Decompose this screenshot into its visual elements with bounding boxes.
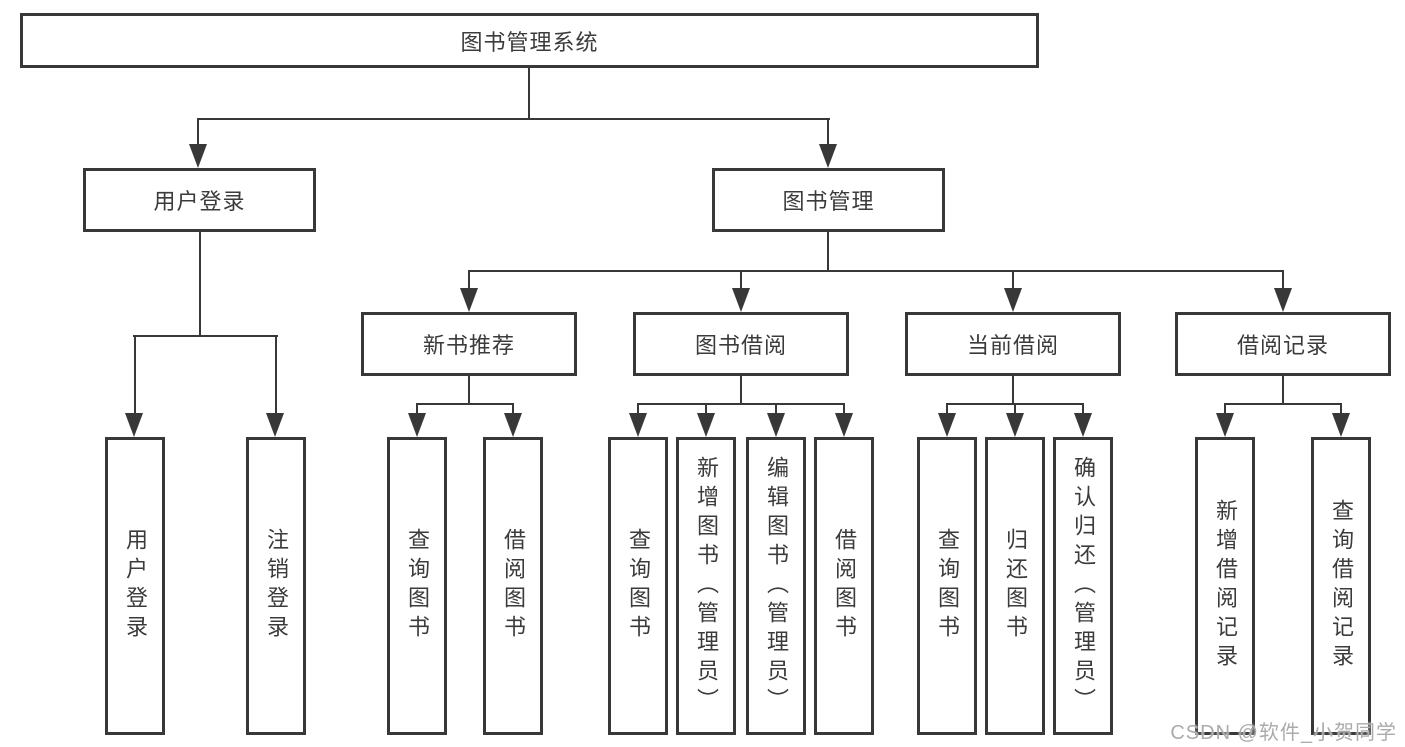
connector-section-stub (1282, 374, 1284, 405)
csdn-watermark: CSDN @软件_小贺同学 (1170, 722, 1397, 744)
arrow-down-icon (819, 144, 837, 168)
leaf-add-borrow-record: 新增借阅记录 (1195, 437, 1255, 735)
leaf-query-books-current: 查询图书 (917, 437, 977, 735)
leaf-return-books-label: 归还图书 (1003, 528, 1028, 644)
connector-book-mgmt-stub (827, 230, 829, 272)
arrow-down-icon (732, 288, 750, 312)
arrow-down-icon (938, 413, 956, 437)
node-current-borrowing: 当前借阅 (905, 312, 1121, 376)
arrow-down-icon (1216, 413, 1234, 437)
connector-stem-section (1012, 270, 1014, 292)
arrow-down-icon (1332, 413, 1350, 437)
arrow-down-icon (835, 413, 853, 437)
node-user-login-label: 用户登录 (153, 189, 246, 214)
leaf-edit-books-admin: 编辑图书（管理员） (746, 437, 806, 735)
connector-stem-leaf (1340, 403, 1342, 417)
node-book-management-label: 图书管理 (782, 189, 875, 214)
leaf-user-login-label: 用户登录 (123, 528, 148, 644)
connector-stem-leaf (637, 403, 639, 417)
connector-stem-leaf (705, 403, 707, 417)
connector-stem-user-login (197, 118, 199, 152)
leaf-borrow-books-label: 借阅图书 (832, 528, 857, 644)
leaf-query-borrow-record-label: 查询借阅记录 (1329, 499, 1354, 673)
node-current-borrowing-label: 当前借阅 (966, 333, 1059, 358)
connector-stem-leaf (134, 335, 136, 415)
connector-stem-leaf (1082, 403, 1084, 417)
leaf-query-books-recommend: 查询图书 (387, 437, 447, 735)
leaf-confirm-return-admin-label: 确认归还（管理员） (1071, 455, 1096, 717)
connector-stem-book-mgmt (827, 118, 829, 152)
arrow-down-icon (125, 413, 143, 437)
leaf-add-books-admin: 新增图书（管理员） (676, 437, 736, 735)
leaf-edit-books-admin-label: 编辑图书（管理员） (764, 455, 789, 717)
node-borrow-records: 借阅记录 (1175, 312, 1391, 376)
node-new-book-recommend: 新书推荐 (361, 312, 577, 376)
connector-user-login-stub (199, 230, 201, 337)
connector-root-stub (528, 66, 530, 119)
node-root-label: 图书管理系统 (460, 29, 599, 55)
connector-stem-section (468, 270, 470, 292)
connector-section-horizontal (416, 403, 514, 405)
leaf-query-books-borrowing: 查询图书 (608, 437, 668, 735)
connector-section-stub (468, 374, 470, 405)
leaf-borrow-books-recommend-label: 借阅图书 (501, 528, 526, 644)
connector-root-horizontal (197, 118, 830, 120)
node-book-borrowing: 图书借阅 (633, 312, 849, 376)
connector-stem-leaf (775, 403, 777, 417)
arrow-down-icon (1274, 288, 1292, 312)
arrow-down-icon (1004, 288, 1022, 312)
node-borrow-records-label: 借阅记录 (1236, 333, 1329, 358)
connector-stem-leaf (512, 403, 514, 417)
connector-stem-leaf (1224, 403, 1226, 417)
leaf-logout: 注销登录 (246, 437, 306, 735)
leaf-query-books-borrowing-label: 查询图书 (626, 528, 651, 644)
leaf-return-books: 归还图书 (985, 437, 1045, 735)
leaf-query-borrow-record: 查询借阅记录 (1311, 437, 1371, 735)
node-book-management: 图书管理 (712, 168, 945, 232)
leaf-add-books-admin-label: 新增图书（管理员） (694, 455, 719, 717)
connector-user-login-horizontal (133, 335, 278, 337)
arrow-down-icon (629, 413, 647, 437)
connector-stem-leaf (275, 335, 277, 415)
connector-section-stub (740, 374, 742, 405)
leaf-user-login: 用户登录 (105, 437, 165, 735)
node-new-book-recommend-label: 新书推荐 (422, 333, 515, 358)
arrow-down-icon (767, 413, 785, 437)
leaf-add-borrow-record-label: 新增借阅记录 (1213, 499, 1238, 673)
leaf-borrow-books-recommend: 借阅图书 (483, 437, 543, 735)
connector-section-horizontal (637, 403, 845, 405)
arrow-down-icon (1074, 413, 1092, 437)
leaf-logout-label: 注销登录 (264, 528, 289, 644)
connector-section-stub (1012, 374, 1014, 405)
connector-section-horizontal (1224, 403, 1342, 405)
connector-stem-leaf (946, 403, 948, 417)
connector-stem-section (740, 270, 742, 292)
arrow-down-icon (266, 413, 284, 437)
leaf-query-books-recommend-label: 查询图书 (405, 528, 430, 644)
connector-stem-leaf (843, 403, 845, 417)
arrow-down-icon (1006, 413, 1024, 437)
connector-stem-section (1282, 270, 1284, 292)
node-root-system: 图书管理系统 (20, 13, 1039, 68)
arrow-down-icon (504, 413, 522, 437)
arrow-down-icon (460, 288, 478, 312)
leaf-confirm-return-admin: 确认归还（管理员） (1053, 437, 1113, 735)
connector-book-mgmt-horizontal (468, 270, 1284, 272)
leaf-borrow-books: 借阅图书 (814, 437, 874, 735)
arrow-down-icon (697, 413, 715, 437)
arrow-down-icon (189, 144, 207, 168)
node-book-borrowing-label: 图书借阅 (694, 333, 787, 358)
connector-stem-leaf (1014, 403, 1016, 417)
connector-stem-leaf (416, 403, 418, 417)
leaf-query-books-current-label: 查询图书 (935, 528, 960, 644)
node-user-login: 用户登录 (83, 168, 316, 232)
arrow-down-icon (408, 413, 426, 437)
